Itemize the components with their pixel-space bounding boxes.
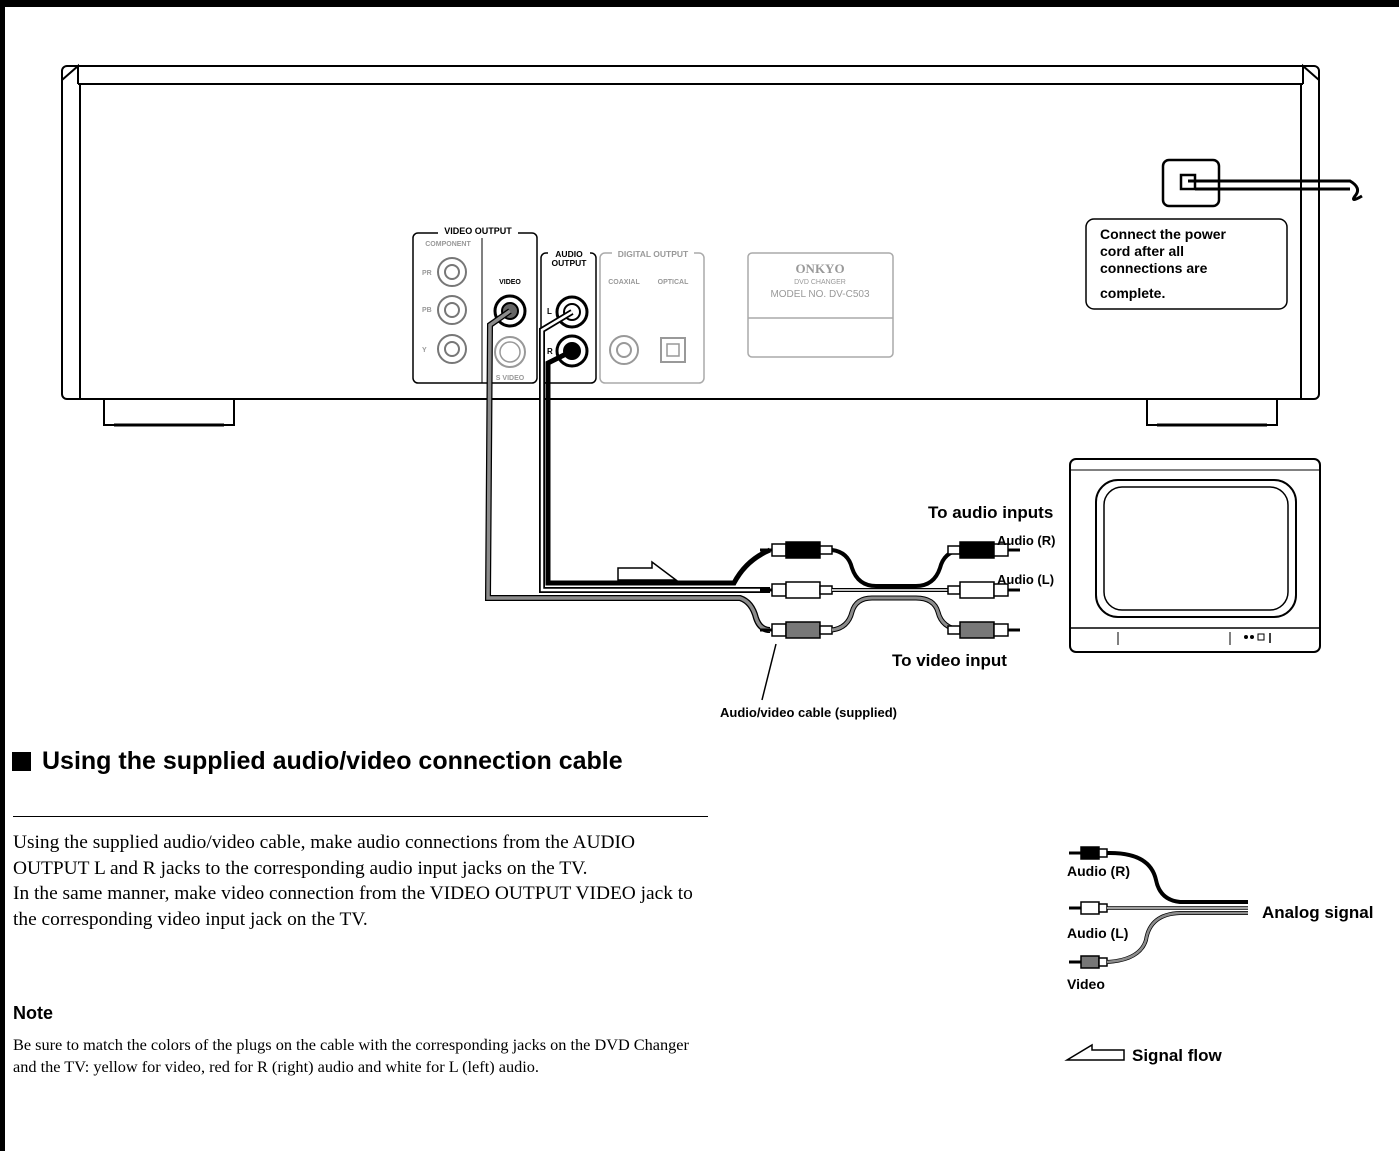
to-video-input-label: To video input <box>892 651 1007 670</box>
s-video-jack <box>494 336 526 368</box>
s-video-label: S VIDEO <box>496 375 525 382</box>
video-output-label: VIDEO OUTPUT <box>444 226 512 236</box>
model-number-label: MODEL NO. DV-C503 <box>770 289 870 300</box>
cable-bundle <box>831 548 961 633</box>
audio-l-jack <box>555 295 589 329</box>
power-inlet <box>1161 158 1363 208</box>
dvd-changer-rear-panel <box>61 63 1320 427</box>
digital-output-label: DIGITAL OUTPUT <box>618 249 689 259</box>
coaxial-jack <box>609 335 639 365</box>
model-label-plate: ONKYO DVD CHANGER MODEL NO. DV-C503 <box>747 252 894 358</box>
pr-jack <box>437 257 467 287</box>
cable-plugs-left <box>760 541 833 639</box>
product-type-label: DVD CHANGER <box>794 279 846 286</box>
legend-signal-flow: Signal flow <box>1132 1046 1223 1065</box>
signal-flow-legend-icon <box>1064 1043 1125 1061</box>
power-callout-line4: complete. <box>1100 285 1165 301</box>
pb-jack <box>437 295 467 325</box>
left-foot <box>103 398 235 426</box>
audio-r-jack <box>555 334 589 368</box>
legend-analog-signal: Analog signal <box>1262 903 1373 922</box>
section-title: Using the supplied audio/video connectio… <box>12 746 712 776</box>
audio-output-label-line2: OUTPUT <box>552 258 588 268</box>
component-label: COMPONENT <box>425 241 471 248</box>
instructions-body: Using the supplied audio/video cable, ma… <box>13 830 713 932</box>
video-jack <box>493 294 527 328</box>
cables <box>484 308 772 633</box>
instructions-paragraph-2: In the same manner, make video connectio… <box>13 883 693 930</box>
pb-label: PB <box>422 307 432 314</box>
instructions-paragraph-1: Using the supplied audio/video cable, ma… <box>13 832 635 879</box>
video-jack-label: VIDEO <box>499 279 521 286</box>
optical-label: OPTICAL <box>658 279 689 286</box>
onkyo-logo: ONKYO <box>795 261 844 276</box>
y-label: Y <box>422 347 427 354</box>
title-divider <box>13 816 708 817</box>
to-audio-inputs-label: To audio inputs <box>928 503 1053 522</box>
signal-flow-arrow <box>617 560 679 581</box>
section-bullet-icon <box>12 752 31 771</box>
audio-l-label: L <box>547 307 552 316</box>
y-jack <box>437 334 467 364</box>
section-title-text: Using the supplied audio/video connectio… <box>42 747 623 775</box>
legend-audio-r: Audio (R) <box>1067 863 1130 879</box>
note-text: Be sure to match the colors of the plugs… <box>13 1035 689 1076</box>
power-callout-line1: Connect the power <box>1100 226 1227 242</box>
note-heading: Note <box>13 1003 53 1023</box>
tv-audio-l-label: Audio (L) <box>997 572 1054 587</box>
cable-label: Audio/video cable (supplied) <box>720 705 897 720</box>
pr-label: PR <box>422 270 432 277</box>
legend-video: Video <box>1067 976 1105 992</box>
legend: Audio (R) Audio (L) Video Analog signal … <box>1064 846 1373 1065</box>
page-frame-top <box>0 0 1399 7</box>
legend-audio-l: Audio (L) <box>1067 925 1128 941</box>
page-frame-left <box>0 0 5 1151</box>
power-callout: Connect the power cord after all connect… <box>1085 218 1288 310</box>
cable-plugs-right <box>947 541 1020 639</box>
tv-set <box>1069 458 1321 653</box>
cable-leader-line <box>761 643 777 701</box>
digital-output-panel: DIGITAL OUTPUT COAXIAL OPTICAL <box>599 247 705 384</box>
audio-output-label-line1: AUDIO <box>555 249 583 259</box>
power-callout-line3: connections are <box>1100 260 1208 276</box>
right-foot <box>1146 398 1278 426</box>
video-output-panel: VIDEO OUTPUT COMPONENT PR PB Y VIDEO S V… <box>412 226 538 384</box>
audio-r-label: R <box>547 347 553 356</box>
coaxial-label: COAXIAL <box>608 279 640 286</box>
power-callout-line2: cord after all <box>1100 243 1184 259</box>
optical-jack <box>660 337 686 363</box>
tv-audio-r-label: Audio (R) <box>997 533 1055 548</box>
